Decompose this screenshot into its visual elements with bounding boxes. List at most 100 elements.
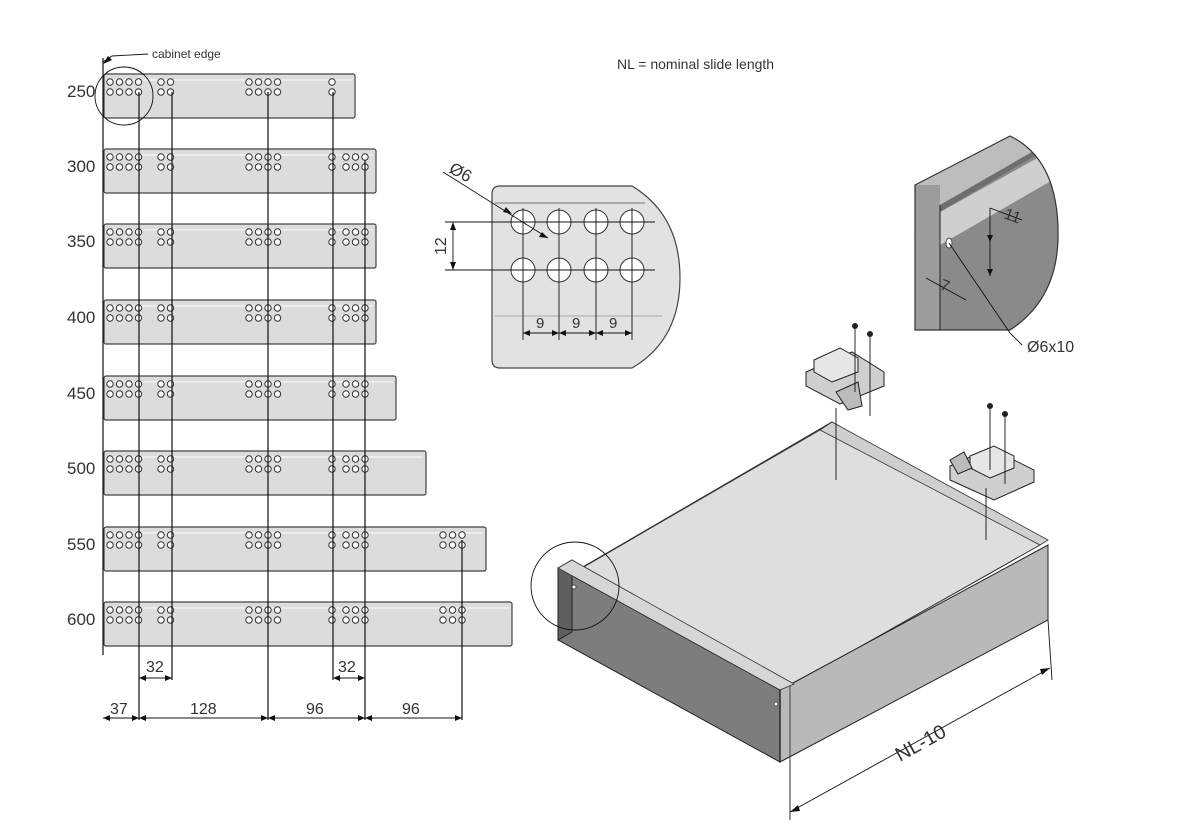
rail-hole	[328, 228, 336, 236]
rail-hole	[342, 455, 350, 463]
rail-hole	[166, 380, 175, 388]
rail-hole	[254, 541, 263, 549]
locking-clip-right	[949, 403, 1035, 540]
rail-hole	[328, 390, 336, 398]
rail-hole	[125, 78, 133, 86]
rail-bar	[103, 601, 513, 647]
rail-hole	[157, 616, 165, 624]
rail-hole	[115, 531, 124, 539]
rail-hole	[115, 78, 124, 86]
col-spacing-2: 9	[572, 315, 580, 332]
rail-hole	[115, 228, 124, 236]
rail-hole	[351, 455, 360, 463]
rail-hole	[273, 616, 282, 624]
rail-hole	[166, 606, 175, 614]
rail-hole	[115, 465, 124, 473]
rail-hole	[351, 390, 360, 398]
rail-hole	[245, 314, 253, 322]
nl-definition: NL = nominal slide length	[617, 56, 774, 72]
rail-hole	[106, 78, 114, 86]
rail-hole	[254, 465, 263, 473]
rail-hole	[157, 314, 165, 322]
rail-hole	[166, 541, 175, 549]
rail-hole	[273, 531, 282, 539]
rail-hole	[439, 606, 447, 614]
rail-hole	[125, 163, 133, 171]
rail-length-label: 550	[67, 535, 95, 554]
rail-bar	[103, 375, 397, 421]
rail-400: 400	[67, 299, 377, 345]
rail-hole	[342, 531, 350, 539]
rail-hole	[245, 228, 253, 236]
rail-hole	[166, 163, 175, 171]
rail-hole	[106, 228, 114, 236]
rail-hole	[342, 238, 350, 246]
rail-hole	[125, 455, 133, 463]
rail-hole	[264, 78, 272, 86]
rail-hole	[106, 238, 114, 246]
rail-hole	[273, 314, 282, 322]
rail-hole	[351, 314, 360, 322]
rail-hole	[106, 380, 114, 388]
rail-hole	[273, 153, 282, 161]
rail-300: 300	[67, 148, 377, 194]
rail-hole	[115, 606, 124, 614]
rail-350: 350	[67, 223, 377, 269]
hole-pattern-detail: Ø6 12 9 9 9	[433, 159, 681, 369]
rail-hole	[166, 238, 175, 246]
rail-hole	[351, 531, 360, 539]
drill-detail: 11 7 Ø6x10	[914, 135, 1074, 356]
rail-length-label: 600	[67, 610, 95, 629]
rail-hole	[328, 314, 336, 322]
rail-hole	[342, 304, 350, 312]
rail-hole	[254, 163, 263, 171]
rail-hole	[106, 304, 114, 312]
hole-diameter-label: Ø6	[446, 159, 475, 186]
rail-length-label: 400	[67, 308, 95, 327]
rail-hole	[328, 541, 336, 549]
rail-hole	[166, 314, 175, 322]
rail-hole	[361, 153, 369, 161]
dimension-row-bottom: 37 128 96 96	[103, 701, 462, 721]
rail-hole	[254, 455, 263, 463]
rail-hole	[342, 541, 350, 549]
rail-600: 600	[67, 601, 513, 647]
rail-hole	[245, 390, 253, 398]
rail-length-label: 500	[67, 459, 95, 478]
rail-hole	[351, 304, 360, 312]
rail-hole	[245, 163, 253, 171]
rail-hole	[166, 153, 175, 161]
rail-hole	[328, 465, 336, 473]
rail-hole	[245, 78, 253, 86]
rail-hole	[254, 390, 263, 398]
rail-hole	[351, 616, 360, 624]
dim-96-a: 96	[306, 701, 324, 718]
rail-hole	[254, 304, 263, 312]
rail-hole	[273, 455, 282, 463]
rail-hole	[157, 304, 165, 312]
rail-hole	[157, 78, 165, 86]
dim-128: 128	[190, 701, 217, 718]
rail-hole	[106, 606, 114, 614]
rail-hole	[351, 606, 360, 614]
rail-bar	[103, 526, 487, 572]
rail-250: 250	[67, 73, 356, 119]
rail-hole	[448, 616, 457, 624]
rail-hole	[328, 238, 336, 246]
rail-hole	[351, 153, 360, 161]
rail-hole	[115, 304, 124, 312]
rail-hole	[245, 465, 253, 473]
rail-hole	[134, 78, 143, 86]
rail-hole	[273, 390, 282, 398]
rail-hole	[157, 238, 165, 246]
rail-hole	[157, 541, 165, 549]
rail-hole	[115, 616, 124, 624]
rail-hole	[115, 238, 124, 246]
rail-hole	[342, 153, 350, 161]
rail-hole	[125, 541, 133, 549]
rail-hole	[125, 390, 133, 398]
rail-hole	[273, 304, 282, 312]
rail-hole	[157, 390, 165, 398]
rail-hole	[166, 304, 175, 312]
